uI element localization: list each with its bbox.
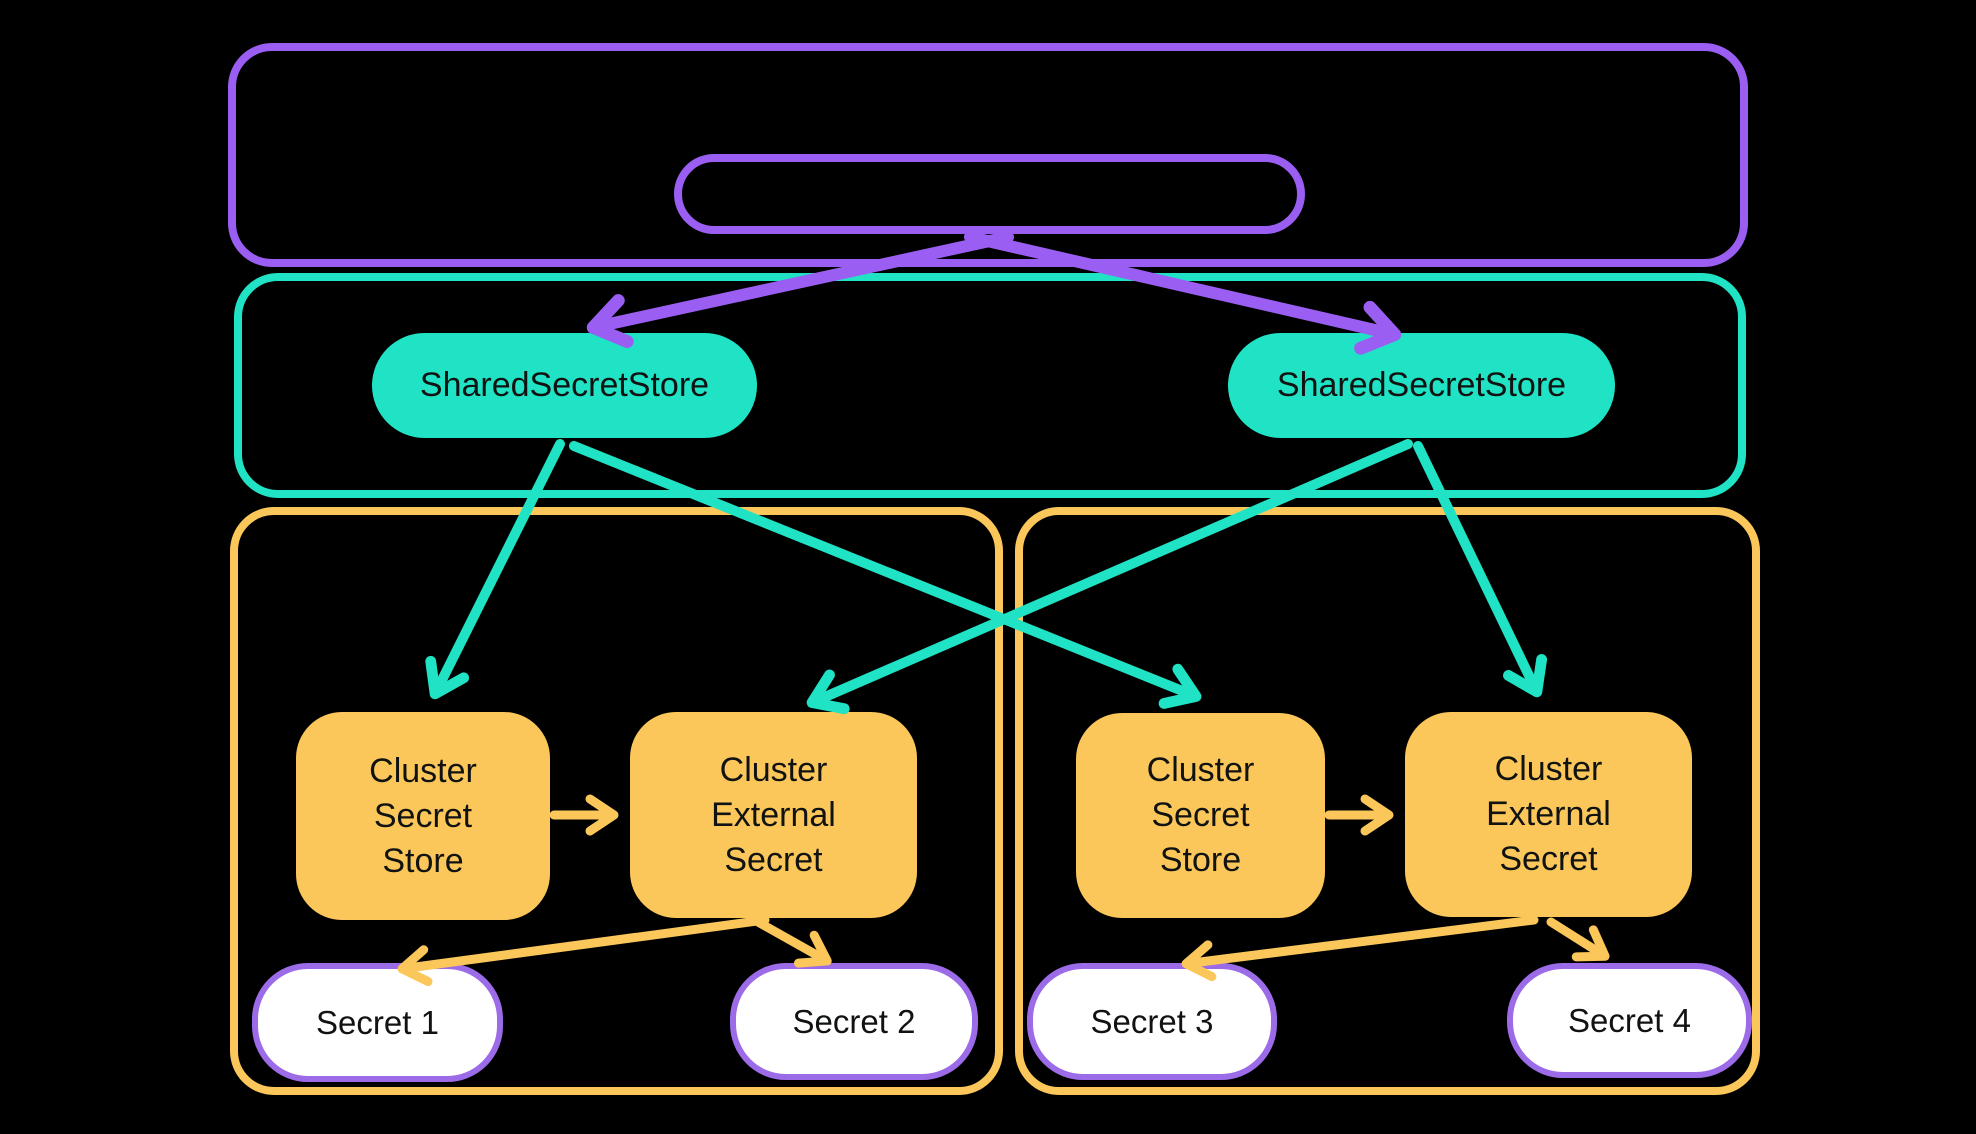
top-inner-pill (674, 154, 1305, 234)
secret-4-label: Secret 4 (1568, 1001, 1691, 1039)
cluster-secret-store-left-node: Cluster Secret Store (296, 712, 550, 920)
secret-3-node: Secret 3 (1027, 963, 1277, 1080)
cluster-external-secret-right-node: Cluster External Secret (1405, 712, 1692, 917)
secret-1-label: Secret 1 (316, 1003, 439, 1041)
secret-3-label: Secret 3 (1090, 1002, 1214, 1040)
cluster-external-secret-left-label: Cluster External Secret (711, 750, 836, 879)
shared-secret-store-right-node: SharedSecretStore (1228, 333, 1615, 438)
cluster-external-secret-left-node: Cluster External Secret (630, 712, 917, 918)
cluster-external-secret-right-label: Cluster External Secret (1486, 750, 1611, 878)
cluster-secret-store-left-label: Cluster Secret Store (369, 751, 477, 880)
shared-secret-store-left-label: SharedSecretStore (419, 366, 710, 404)
secret-2-label: Secret 2 (792, 1002, 916, 1040)
shared-secret-store-right-label: SharedSecretStore (1276, 366, 1567, 404)
shared-secret-store-left-node: SharedSecretStore (372, 333, 757, 438)
cluster-secret-store-right-label: Cluster Secret Store (1146, 751, 1255, 879)
secret-4-node: Secret 4 (1507, 963, 1752, 1078)
secret-1-node: Secret 1 (252, 963, 503, 1082)
secret-2-node: Secret 2 (730, 963, 978, 1080)
cluster-secret-store-right-node: Cluster Secret Store (1076, 713, 1325, 918)
